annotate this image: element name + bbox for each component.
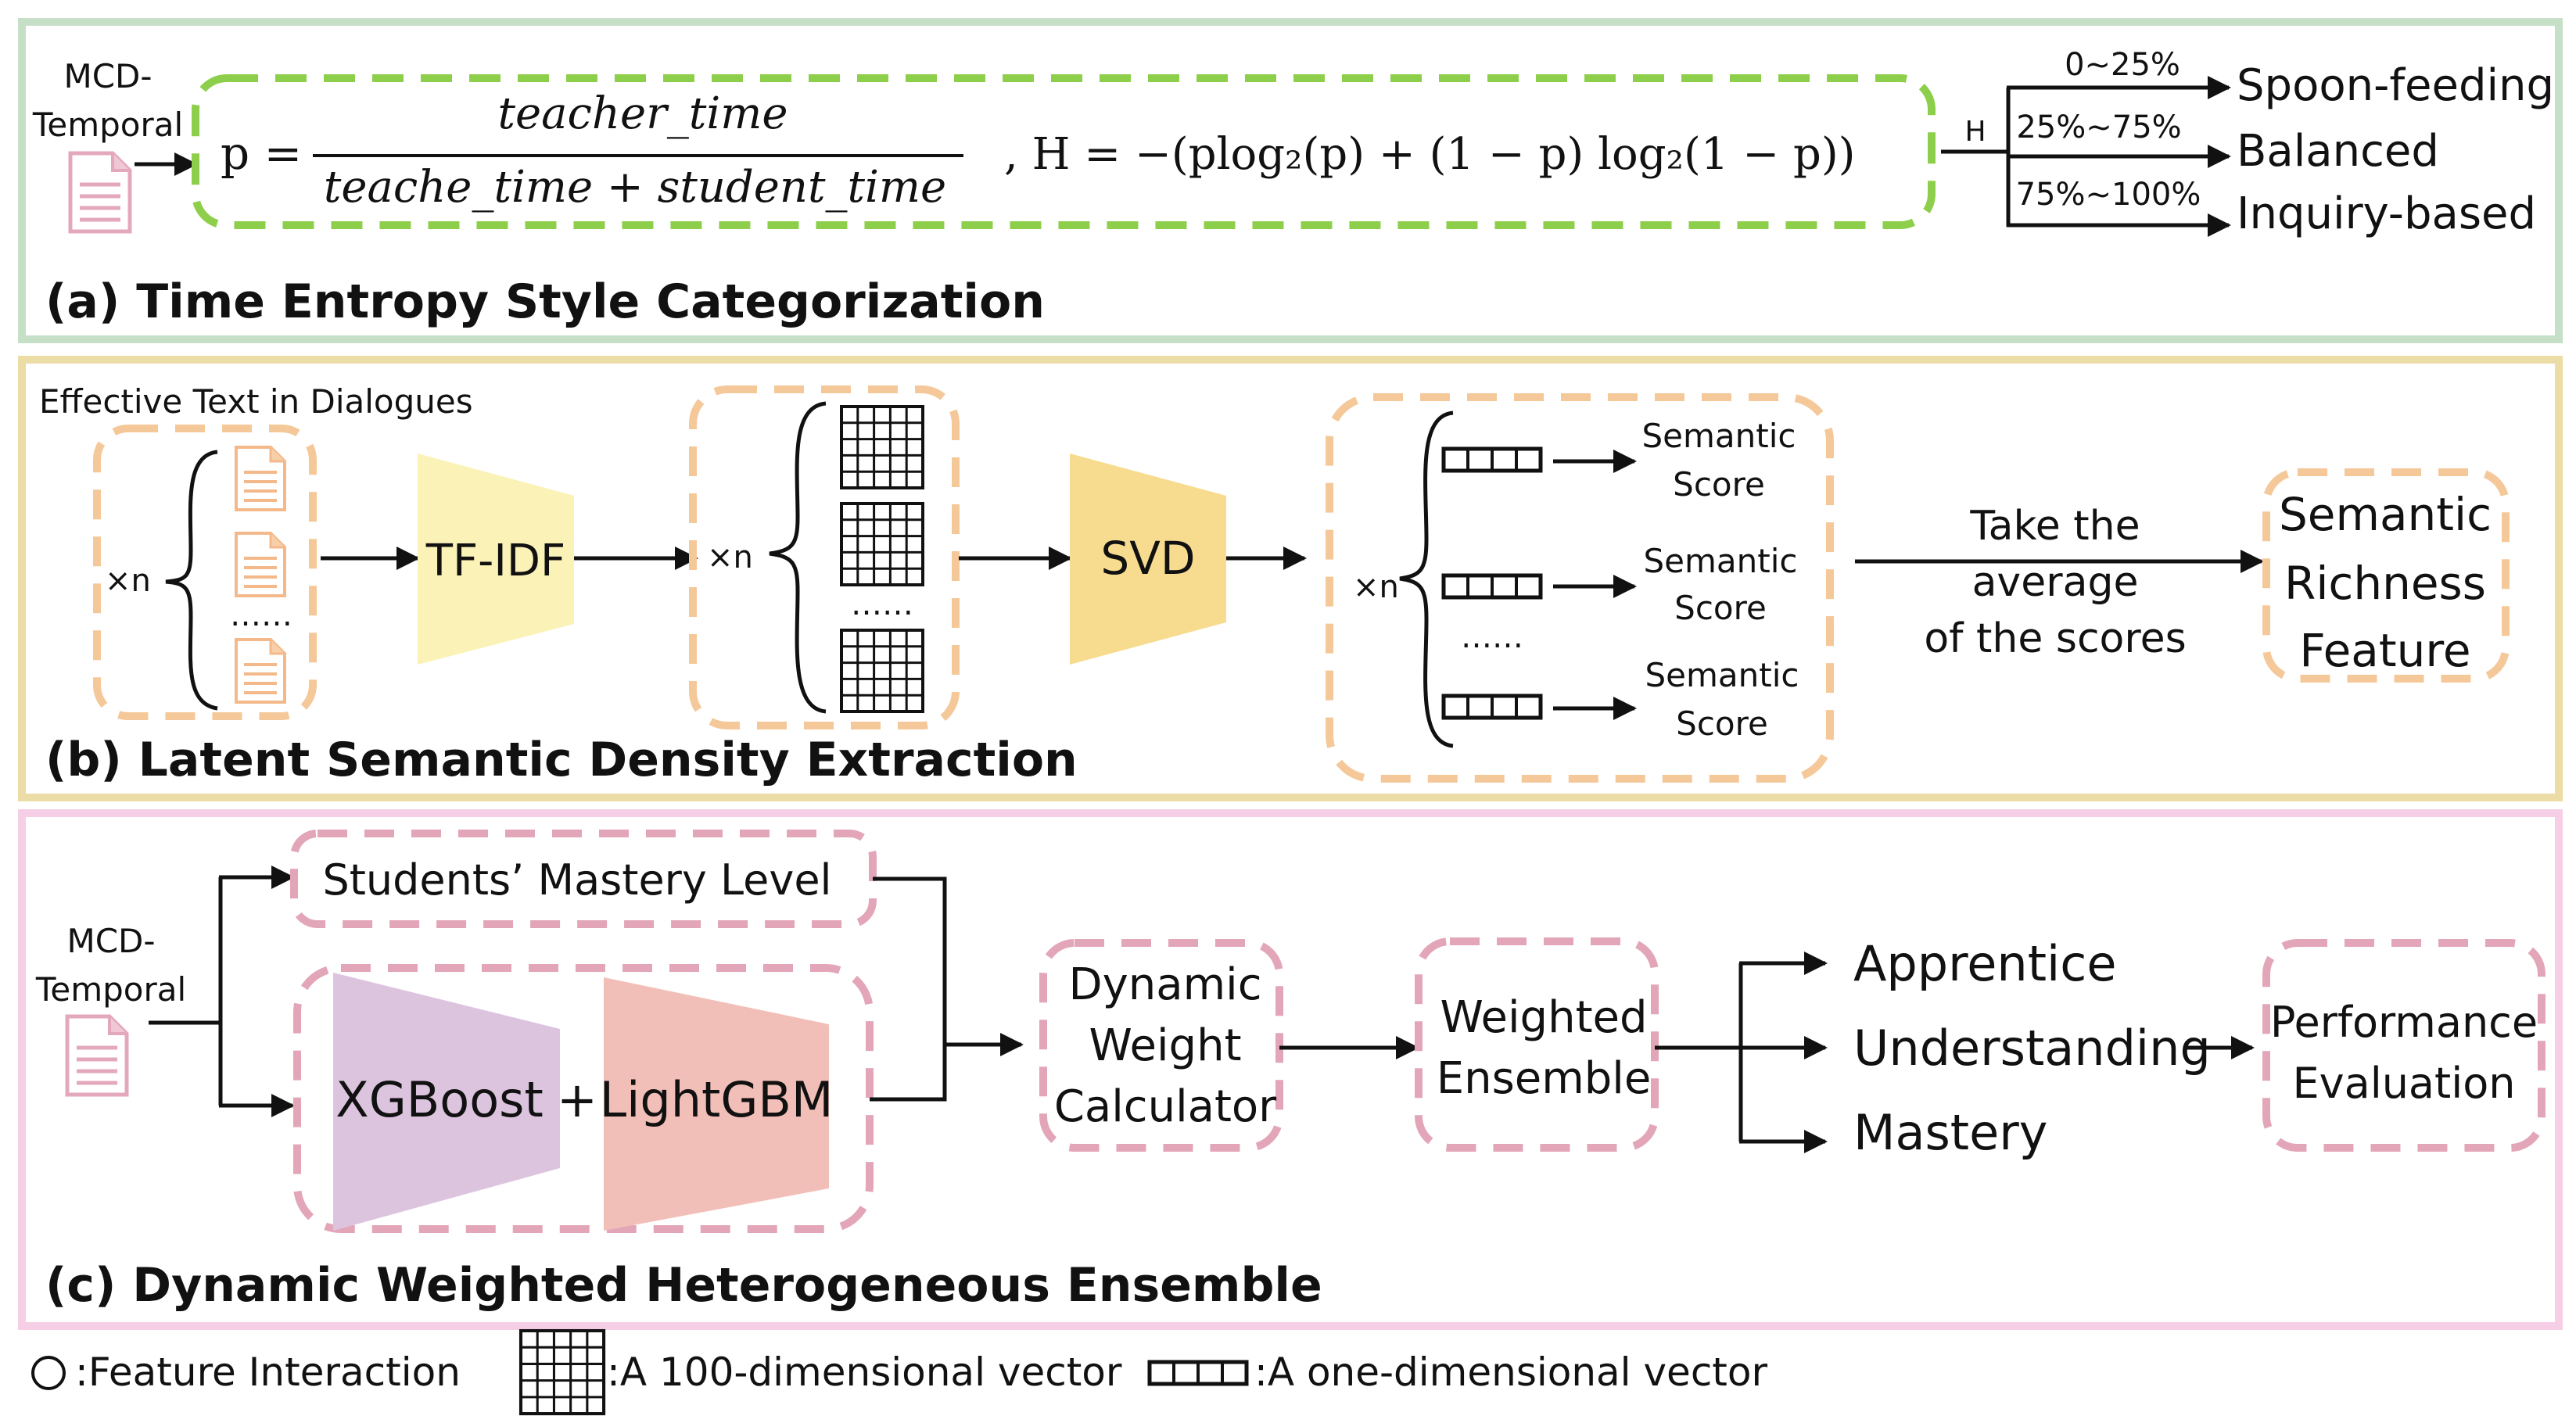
average-line-3: of the scores	[1924, 615, 2186, 662]
score-3-line1: Semantic	[1645, 656, 1799, 694]
ellipsis-documents: ……	[230, 597, 292, 633]
times-n-documents: ×n	[105, 563, 151, 599]
lightgbm-label: LightGBM	[600, 1071, 834, 1128]
panel-a-title: (a) Time Entropy Style Categorization	[45, 274, 1045, 329]
score-1-line2: Score	[1673, 465, 1765, 504]
evaluation-line-1: Performance	[2270, 998, 2538, 1047]
document-icon	[235, 638, 286, 704]
calculator-box	[1039, 939, 1283, 1152]
plus-sign: +	[557, 1071, 597, 1128]
average-line-2: average	[1972, 559, 2139, 606]
scores-group-box	[1326, 393, 1834, 783]
formula-entropy: , H = −(plog₂(p) + (1 − p) log₂(1 − p))	[1004, 129, 1856, 180]
semantic-richness-box	[2262, 468, 2510, 683]
panel-c-source-line1: MCD-	[66, 922, 155, 960]
mastery-level-label: Students’ Mastery Level	[322, 855, 831, 905]
documents-group-box	[93, 425, 317, 720]
document-icon	[235, 446, 286, 511]
panel-c-frame	[18, 809, 2563, 1330]
vector-icon	[1444, 696, 1541, 718]
grid-icon	[521, 1331, 604, 1414]
panel-b-frame	[18, 356, 2563, 801]
formula-numerator: teacher_time	[497, 88, 788, 139]
feature-line-3: Feature	[2299, 624, 2470, 677]
feature-line-1: Semantic	[2279, 488, 2492, 541]
grid-icon	[840, 405, 924, 489]
tfidf-block	[418, 453, 574, 665]
score-2-line2: Score	[1674, 589, 1767, 627]
panel-c-title: (c) Dynamic Weighted Heterogeneous Ensem…	[45, 1258, 1322, 1313]
times-n-matrices: ×n	[707, 539, 753, 575]
brace-scores	[1399, 410, 1454, 748]
formula-box	[192, 74, 1936, 229]
ellipsis-scores: ……	[1461, 619, 1523, 655]
formula-denominator: teache_time + student_time	[324, 162, 946, 213]
evaluation-box	[2262, 939, 2546, 1152]
panel-c-source-line2: Temporal	[35, 970, 186, 1009]
times-n-scores: ×n	[1353, 569, 1399, 605]
vector-icon	[1444, 449, 1541, 471]
style-balanced: Balanced	[2237, 126, 2439, 177]
output-apprentice: Apprentice	[1853, 935, 2116, 992]
lightgbm-block	[604, 977, 829, 1231]
range-label-1: 0~25%	[2065, 47, 2180, 83]
grid-icon	[840, 502, 924, 586]
evaluation-line-2: Evaluation	[2293, 1059, 2516, 1108]
legend-circle-label: :Feature Interaction	[75, 1350, 461, 1395]
calculator-line-3: Calculator	[1054, 1081, 1277, 1132]
brace-matrices	[769, 401, 827, 714]
matrices-group-box	[689, 385, 960, 729]
document-icon	[70, 153, 130, 231]
ellipsis-matrices: ……	[851, 586, 913, 622]
score-1-line1: Semantic	[1642, 417, 1796, 455]
document-icon	[235, 532, 286, 597]
panel-b-title: (b) Latent Semantic Density Extraction	[45, 733, 1078, 787]
panel-a-source-line2: Temporal	[32, 106, 183, 144]
panel-a-frame	[18, 18, 2563, 343]
feature-interaction-circle-icon	[31, 1356, 66, 1390]
feature-line-2: Richness	[2284, 557, 2486, 610]
range-label-2: 25%~75%	[2016, 109, 2181, 145]
style-inquiry-based: Inquiry-based	[2237, 188, 2536, 239]
ensemble-line-1: Weighted	[1440, 992, 1647, 1043]
xgboost-block	[333, 973, 560, 1231]
panel-a-source-line1: MCD-	[63, 57, 152, 95]
brace-documents	[165, 450, 218, 711]
output-mastery: Mastery	[1853, 1104, 2047, 1161]
panel-b-caption: Effective Text in Dialogues	[39, 382, 473, 421]
models-box	[293, 964, 874, 1233]
connector-mastery-to-merge	[870, 876, 947, 1102]
output-understanding: Understanding	[1853, 1020, 2211, 1077]
xgboost-label: XGBoost	[335, 1071, 544, 1128]
calculator-line-2: Weight	[1089, 1020, 1241, 1071]
svd-label: SVD	[1100, 532, 1195, 585]
formula-p-label: p =	[221, 127, 302, 180]
legend-vector-label: :A one-dimensional vector	[1254, 1350, 1767, 1395]
style-spoon-feeding: Spoon-feeding	[2237, 60, 2554, 111]
score-3-line2: Score	[1676, 704, 1768, 743]
grid-icon	[840, 629, 924, 713]
vector-icon	[1444, 575, 1541, 597]
document-icon	[67, 1016, 127, 1095]
range-label-3: 75%~100%	[2016, 177, 2201, 213]
legend-grid-label: :A 100-dimensional vector	[607, 1350, 1122, 1395]
vector-icon	[1150, 1362, 1247, 1384]
svd-block	[1070, 453, 1226, 665]
ensemble-box	[1415, 937, 1659, 1152]
tfidf-label: TF-IDF	[425, 536, 565, 586]
h-label: H	[1964, 116, 1986, 148]
score-2-line1: Semantic	[1644, 542, 1798, 580]
average-line-1: Take the	[1969, 503, 2140, 550]
ensemble-line-2: Ensemble	[1437, 1053, 1652, 1104]
calculator-line-1: Dynamic	[1069, 959, 1262, 1010]
